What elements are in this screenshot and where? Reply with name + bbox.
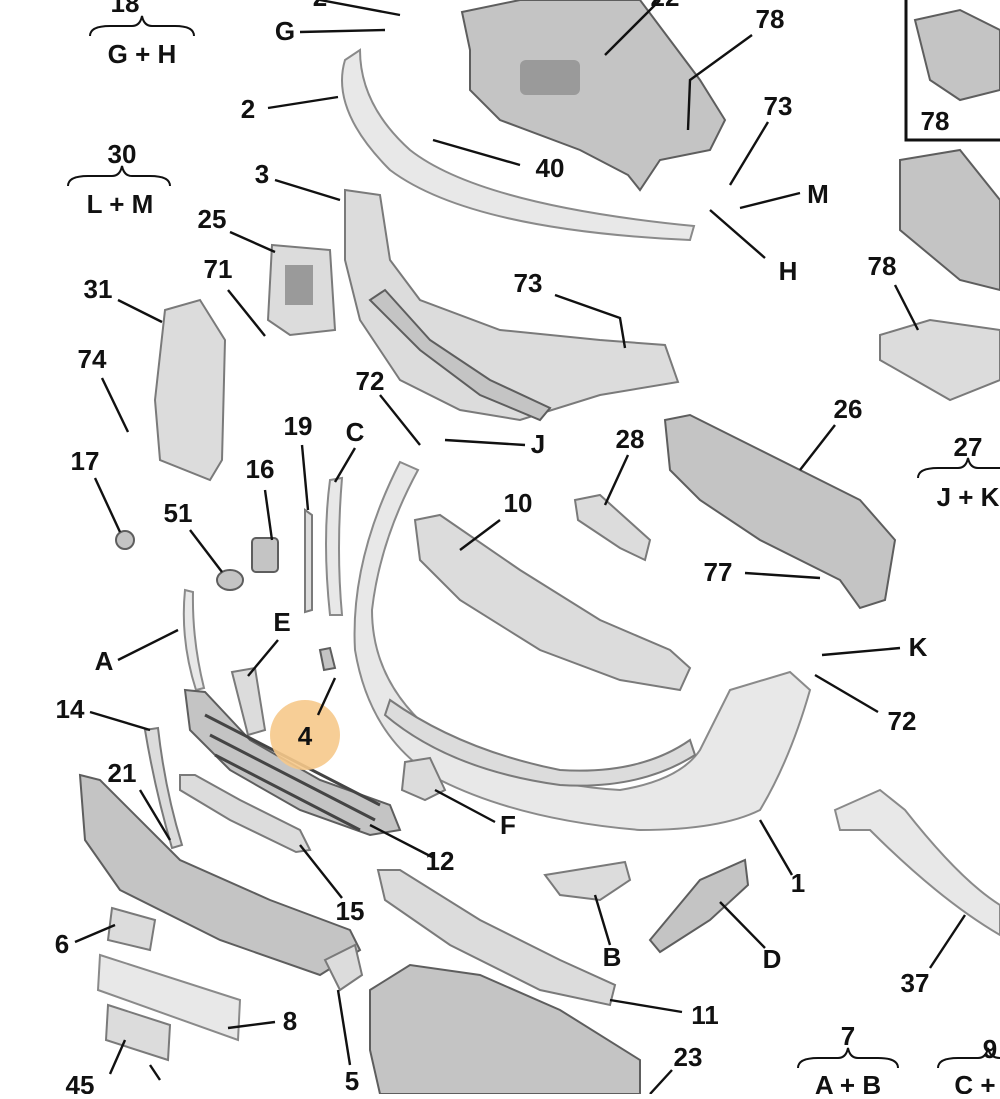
label-73-b: 73 <box>514 268 543 298</box>
part-14-strip <box>143 726 184 850</box>
part-21-lower-grille <box>78 773 362 977</box>
label-F: F <box>500 810 516 840</box>
part-right-upper-bracket <box>899 148 1000 292</box>
label-22: 22 <box>651 0 680 12</box>
label-17: 17 <box>71 446 100 476</box>
label-45: 45 <box>66 1070 95 1094</box>
part-1-bumper-cover <box>353 460 812 832</box>
label-A: A <box>95 646 114 676</box>
label-37: 37 <box>901 968 930 998</box>
label-2-top: 2 <box>313 0 327 12</box>
label-3: 3 <box>255 159 269 189</box>
label-74: 74 <box>78 344 107 374</box>
label-K: K <box>909 632 928 662</box>
label-14: 14 <box>56 694 85 724</box>
group-27-text: J + K <box>937 482 1000 512</box>
label-5: 5 <box>345 1066 359 1094</box>
part-B-insert <box>543 860 632 902</box>
label-B: B <box>603 942 622 972</box>
group-7-text: A + B <box>815 1070 881 1094</box>
label-31: 31 <box>84 274 113 304</box>
part-22-window <box>520 60 580 95</box>
label-2: 2 <box>241 94 255 124</box>
group-18-text: G + H <box>108 39 177 69</box>
label-28: 28 <box>616 424 645 454</box>
part-3-teeth <box>368 288 552 422</box>
part-A-side-strip <box>182 588 206 692</box>
label-26: 26 <box>834 394 863 424</box>
part-25-slot <box>285 265 313 305</box>
label-15: 15 <box>336 896 365 926</box>
label-51: 51 <box>164 498 193 528</box>
label-H: H <box>779 256 798 286</box>
part-right-mid-bracket <box>879 318 1000 402</box>
part-E-bezel <box>230 666 267 737</box>
inset-bolt <box>913 8 1000 102</box>
part-45-plate <box>104 1003 172 1062</box>
label-73-a: 73 <box>764 91 793 121</box>
label-72-a: 72 <box>356 366 385 396</box>
part-6-plate <box>106 906 157 952</box>
part-2-upper-trim <box>341 48 696 242</box>
label-D: D <box>763 944 782 974</box>
label-G: G <box>275 16 295 46</box>
part-31-air-guide <box>153 298 227 482</box>
label-18: 18 <box>111 0 140 18</box>
part-8-plate-holder <box>96 953 242 1042</box>
label-9: 9 <box>983 1034 997 1064</box>
label-78-a: 78 <box>756 4 785 34</box>
part-28-bracket <box>573 493 652 562</box>
part-22-upper-support <box>460 0 727 192</box>
part-F-insert <box>400 756 447 802</box>
part-15-lower-strip <box>179 774 312 854</box>
part-19-strip <box>304 508 313 614</box>
label-16: 16 <box>246 454 275 484</box>
part-17-clip <box>115 530 135 550</box>
label-C: C <box>346 417 365 447</box>
part-C-chrome-strip <box>325 476 344 616</box>
part-1-lower-opening <box>383 698 697 787</box>
leader-lines <box>74 0 967 1095</box>
part-11-lower-absorber <box>376 869 617 1007</box>
group-30-text: L + M <box>87 189 154 219</box>
label-4: 4 <box>298 721 313 751</box>
part-10-absorber <box>413 513 692 692</box>
label-72-b: 72 <box>888 706 917 736</box>
label-27: 27 <box>954 432 983 462</box>
part-D-bracket <box>648 858 750 954</box>
part-26-crossmember <box>663 413 897 610</box>
label-8: 8 <box>283 1006 297 1036</box>
label-77: 77 <box>704 557 733 587</box>
label-25: 25 <box>198 204 227 234</box>
label-1: 1 <box>791 868 805 898</box>
label-10: 10 <box>504 488 533 518</box>
label-78-box: 78 <box>921 106 950 136</box>
label-J: J <box>531 429 545 459</box>
part-23-undertray <box>369 963 641 1095</box>
highlight-marker <box>270 700 340 770</box>
group-9-text: C + D <box>954 1070 1000 1094</box>
part-4-insert <box>318 646 337 672</box>
part-5-side-piece <box>323 943 364 992</box>
label-21: 21 <box>108 758 137 788</box>
part-16-bracket <box>251 537 279 573</box>
label-71: 71 <box>204 254 233 284</box>
label-M: M <box>807 179 829 209</box>
group-braces <box>67 15 1000 1069</box>
label-11: 11 <box>691 1000 719 1030</box>
part-37-lower-strip <box>833 788 1000 937</box>
label-78-b: 78 <box>868 251 897 281</box>
label-12: 12 <box>426 846 455 876</box>
label-7: 7 <box>841 1021 855 1051</box>
part-51-sensor <box>216 569 244 591</box>
label-6: 6 <box>55 929 69 959</box>
part-3-upper-frame <box>344 188 680 422</box>
label-19: 19 <box>284 411 313 441</box>
label-30: 30 <box>108 139 137 169</box>
label-23: 23 <box>674 1042 703 1072</box>
label-40: 40 <box>536 153 565 183</box>
label-E: E <box>273 607 290 637</box>
